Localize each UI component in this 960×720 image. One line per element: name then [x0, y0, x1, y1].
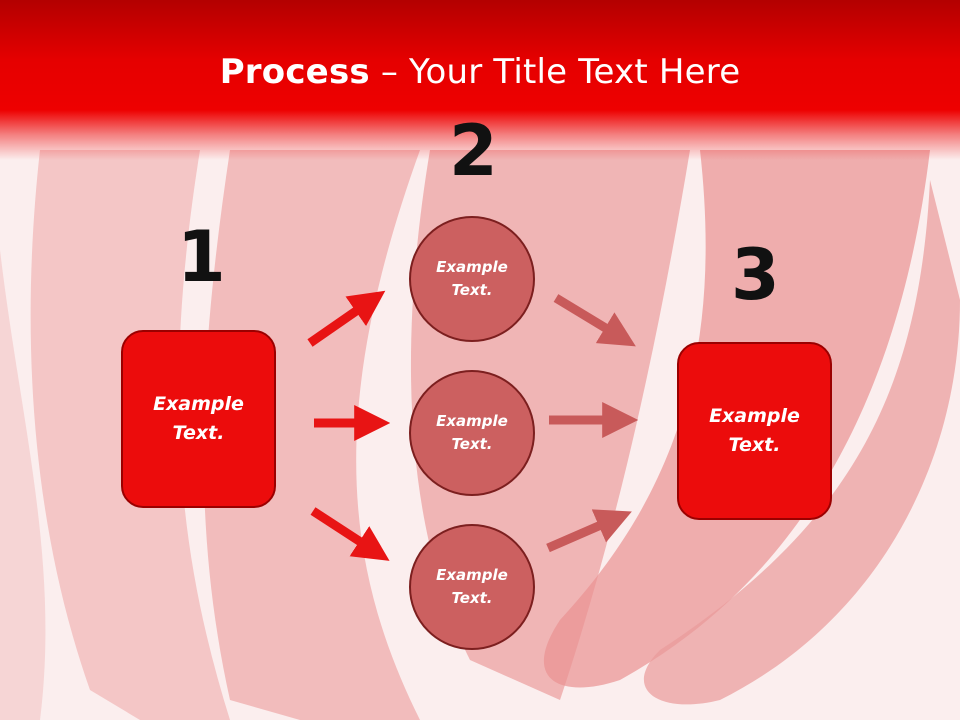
title-band	[0, 0, 960, 160]
right-box-label: Example Text.	[709, 405, 800, 456]
title-bold: Process	[219, 52, 370, 92]
bottom-circle-label: Example Text.	[436, 566, 508, 607]
right-process-box: Example Text.	[677, 342, 832, 520]
arrow-left-to-bottom	[310, 507, 390, 561]
step-number-1: 1	[177, 216, 226, 298]
left-process-box: Example Text.	[121, 330, 276, 508]
arrow-top-to-right	[553, 294, 636, 347]
middle-circle: Example Text.	[409, 370, 535, 496]
top-circle-label: Example Text.	[436, 258, 508, 299]
slide-title: Process – Your Title Text Here	[0, 52, 960, 92]
left-box-label: Example Text.	[153, 393, 244, 444]
top-circle: Example Text.	[409, 216, 535, 342]
bottom-circle: Example Text.	[409, 524, 535, 650]
title-rest: – Your Title Text Here	[369, 52, 741, 92]
arrow-left-to-top	[307, 290, 386, 347]
middle-circle-label: Example Text.	[436, 412, 508, 453]
step-number-2: 2	[449, 110, 498, 192]
arrow-bottom-to-right	[546, 509, 632, 553]
step-number-3: 3	[731, 234, 780, 316]
